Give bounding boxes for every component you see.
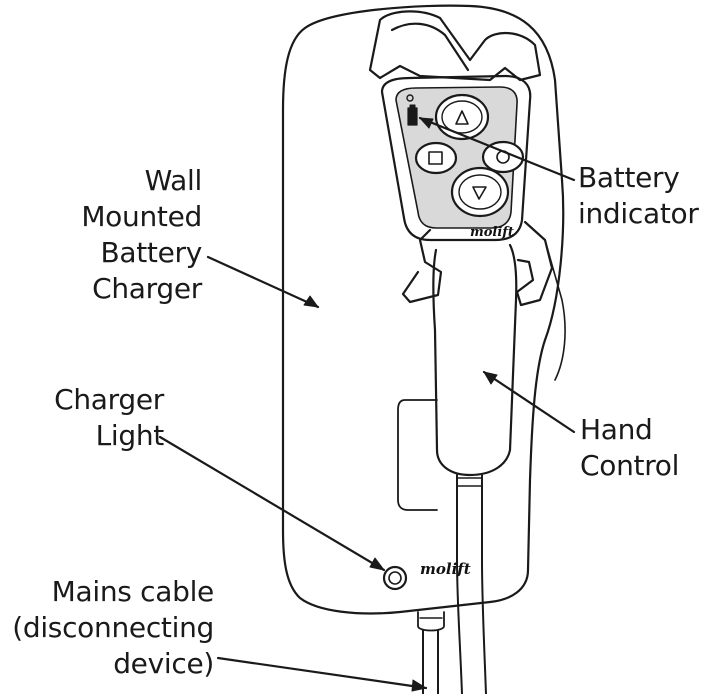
up-button[interactable] [434, 93, 490, 141]
holder-clip-right [515, 220, 554, 307]
battery-indicator-label: Battery indicator [578, 161, 699, 230]
left-button[interactable] [414, 141, 458, 175]
pointer-charger-light [158, 435, 386, 572]
charger-light [382, 565, 408, 591]
pointer-hand-control [482, 370, 576, 434]
cable-collar [456, 477, 483, 487]
charger-top-cradle-inner [390, 22, 470, 72]
mains-cable [422, 629, 439, 694]
charger-body [281, 4, 565, 615]
hand-control-label: Hand Control [580, 413, 680, 482]
hand-control-keypad-outline [380, 74, 532, 242]
wall-charger-label: Wall Mounted Battery Charger [81, 164, 202, 305]
hand-control-cable-2 [481, 474, 487, 694]
right-button[interactable] [481, 140, 525, 174]
holder-clip-left [401, 228, 443, 304]
down-arrow-icon [472, 186, 487, 200]
hand-control-cable [456, 474, 463, 694]
pointer-wall-charger [206, 255, 320, 309]
charger-light-inner [388, 571, 402, 585]
rear-mount-plate [397, 399, 438, 511]
hand-control-handle [432, 243, 518, 477]
pointer-mains-cable [216, 656, 428, 692]
charger-light-label: Charger Light [54, 383, 164, 452]
mains-cable-plug [417, 611, 445, 632]
square-icon [428, 151, 443, 165]
up-arrow-icon [455, 110, 469, 125]
hand-control-logo: molift [470, 225, 514, 240]
charger-right-edge [544, 239, 566, 381]
charger-logo: molift [420, 560, 471, 578]
indicator-dot [406, 94, 414, 102]
battery-icon [407, 107, 418, 126]
charger-top-cradle [368, 10, 542, 82]
battery-icon-cap [409, 104, 416, 109]
pointer-battery-indicator [418, 116, 576, 182]
down-button-ring [458, 174, 502, 210]
mains-cable-label: Mains cable (disconnecting device) [12, 575, 214, 680]
up-button-ring [441, 100, 483, 134]
